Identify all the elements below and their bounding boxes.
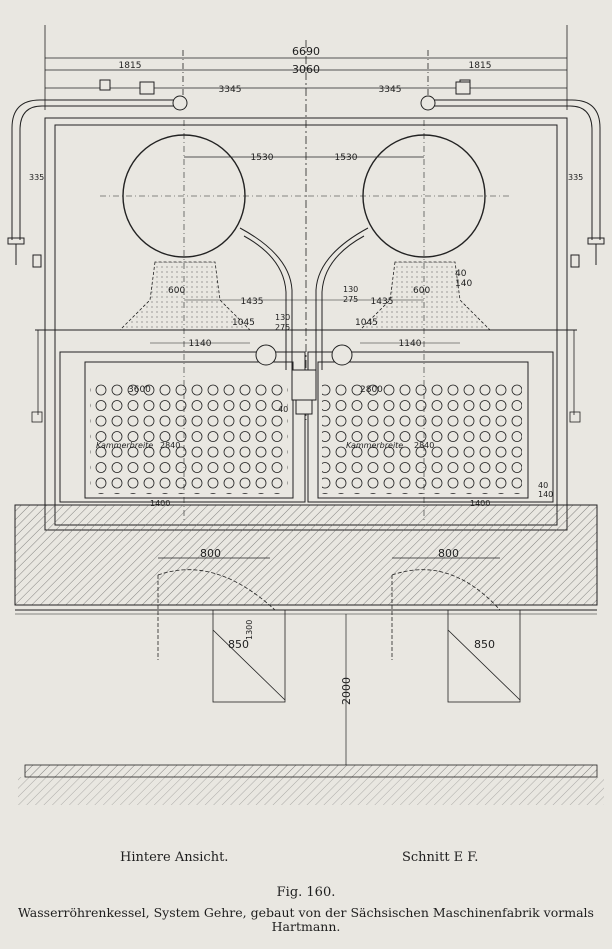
steam-pipe-right <box>434 99 605 268</box>
dim-angle: 40 <box>278 405 288 414</box>
dim-header-left: 1140 <box>189 339 212 349</box>
dim-ashpit-left: 850 <box>228 638 249 651</box>
top-dimensions <box>44 25 568 420</box>
flue-left <box>157 557 286 703</box>
dim-base-left: 1400 <box>150 499 170 508</box>
dim-half-width-left: 3345 <box>219 85 242 95</box>
dim-header-right: 1140 <box>399 339 422 349</box>
chamber-label-left: Kammerbreite <box>96 441 153 450</box>
dim-flue-depth: 1300 <box>245 620 254 640</box>
dim-manhole-left: 600 <box>168 286 185 296</box>
dim-drum-spacing-right: 1530 <box>335 153 358 163</box>
dim-flue-right: 800 <box>438 547 459 560</box>
dim-pipe-span-left: 1815 <box>119 61 142 71</box>
foundation-slab <box>14 504 598 606</box>
dim-flue-left: 800 <box>200 547 221 560</box>
dim-pipe-offset-right: 335 <box>568 173 583 182</box>
dim-nozzle-b-right: 275 <box>343 295 358 304</box>
dim-nozzle-a-left: 130 <box>275 313 290 322</box>
dim-total-width: 6690 <box>292 45 320 58</box>
tube-chambers <box>59 351 554 503</box>
dim-manhole-right: 600 <box>413 286 430 296</box>
dim-nozzle-c-left: 1045 <box>232 318 255 328</box>
dim-foundation: 2000 <box>340 677 353 705</box>
dim-chamber-inner-left: 2840 <box>160 441 180 450</box>
dim-half-width-right: 3345 <box>379 85 402 95</box>
dim-nozzle-b-left: 275 <box>275 323 290 332</box>
dim-small-b: 140 <box>455 279 472 289</box>
tube-bank-right <box>322 380 522 494</box>
chamber-label-right: Kammerbreite <box>346 441 403 450</box>
steam-pipe-left <box>7 99 178 268</box>
dim-nozzle-a-right: 130 <box>343 285 358 294</box>
dim-base-right: 1400 <box>470 499 490 508</box>
dim-drum-offset-right: 1435 <box>371 297 394 307</box>
tube-bank-left <box>90 380 288 494</box>
riser-pipes <box>239 227 369 370</box>
view-label-section: Schnitt E F. <box>402 850 479 865</box>
boiler-drawing: 6690 3060 1815 1815 3345 3345 335 335 <box>7 25 605 805</box>
view-label-rear: Hintere Ansicht. <box>120 850 229 865</box>
dim-pipe-span-right: 1815 <box>469 61 492 71</box>
dim-nozzle-c-right: 1045 <box>355 318 378 328</box>
hoppers <box>119 261 491 331</box>
flue-right <box>391 557 521 703</box>
dim-pipe-offset-left: 335 <box>29 173 44 182</box>
figure-number: Fig. 160. <box>276 885 336 900</box>
dim-small-b-lower: 140 <box>538 490 553 499</box>
dim-drum-offset-left: 1435 <box>241 297 264 307</box>
dim-ashpit-right: 850 <box>474 638 495 651</box>
dim-small-a: 40 <box>455 269 467 279</box>
central-valves <box>255 344 353 415</box>
dim-chamber-inner-right: 2840 <box>414 441 434 450</box>
dim-chamber-left: 3600 <box>128 385 151 395</box>
top-valves <box>99 79 471 111</box>
ground <box>24 764 598 778</box>
figure-caption: Wasserröhrenkessel, System Gehre, gebaut… <box>18 905 594 934</box>
dim-chamber-right: 2800 <box>360 385 383 395</box>
dim-inner-width: 3060 <box>292 63 320 76</box>
dim-small-a-lower: 40 <box>538 481 548 490</box>
dim-drum-spacing-left: 1530 <box>251 153 274 163</box>
